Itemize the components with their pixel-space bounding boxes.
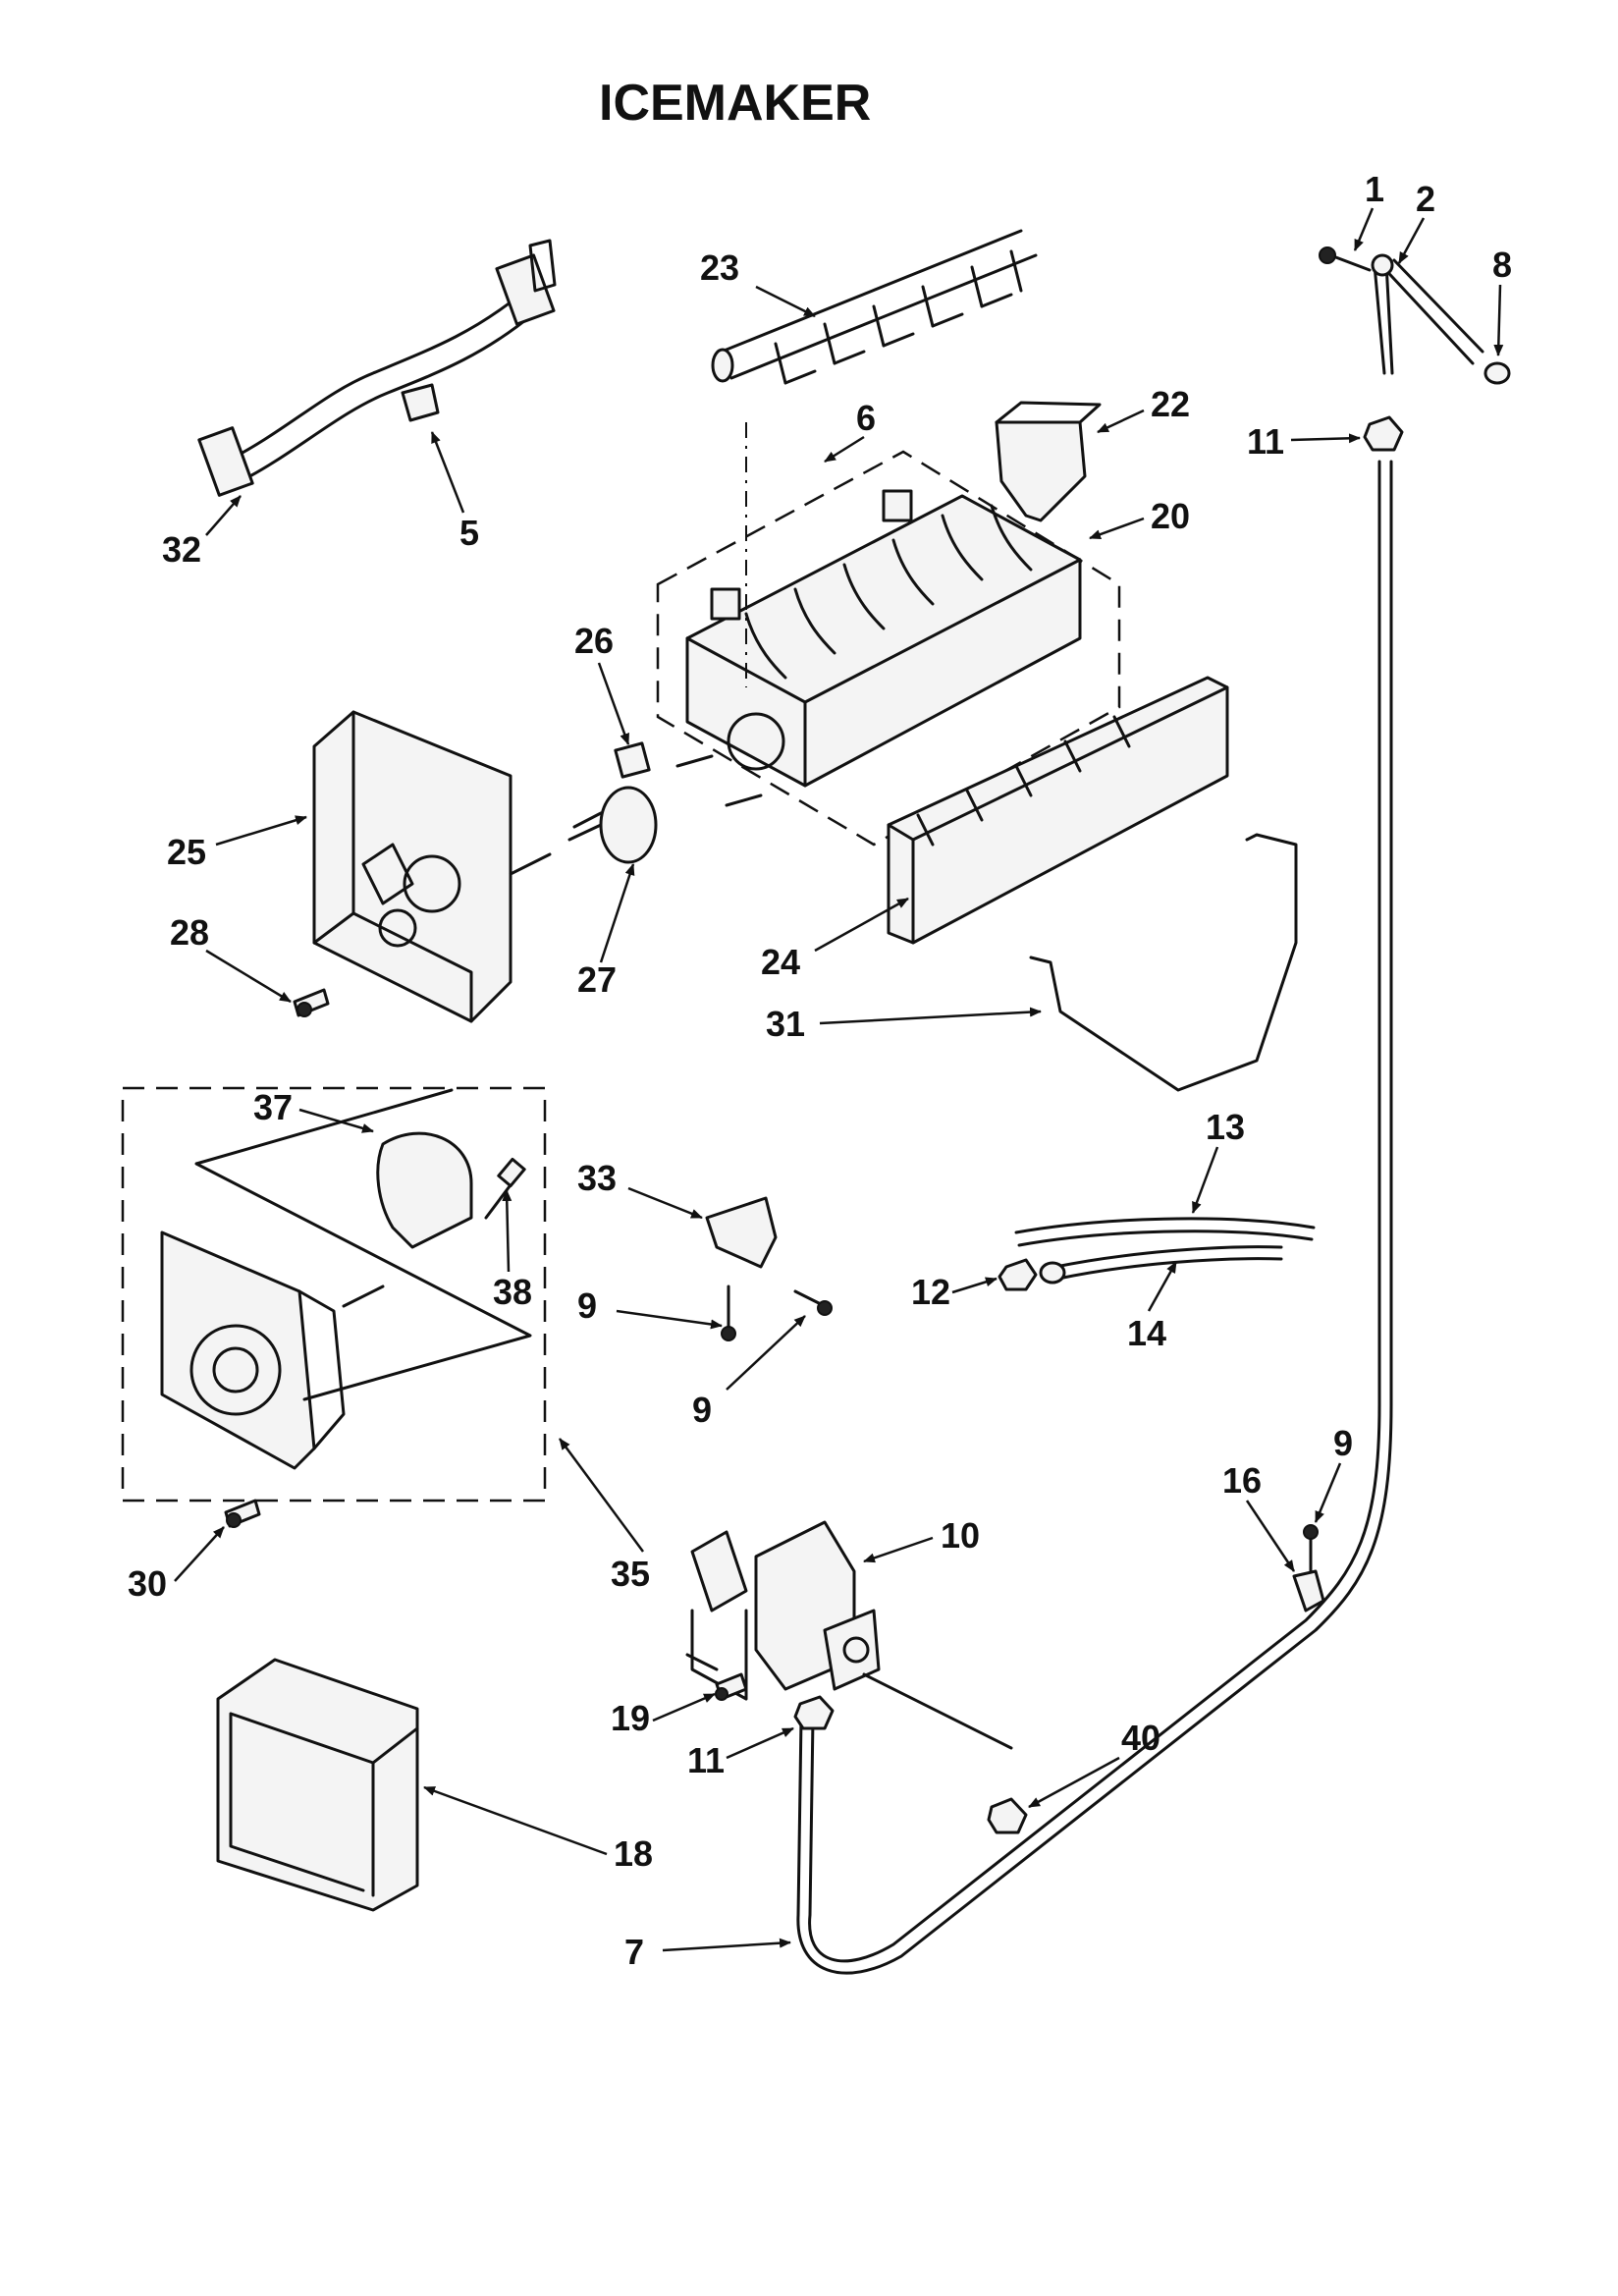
part-5-wire-clip[interactable] <box>401 383 440 422</box>
callout-6: 6 <box>856 398 876 438</box>
callout-9-a: 9 <box>577 1285 597 1326</box>
callout-38: 38 <box>493 1272 532 1312</box>
callout-20: 20 <box>1151 496 1190 536</box>
callout-23: 23 <box>700 247 739 288</box>
callout-9-b: 9 <box>692 1390 712 1430</box>
callout-5: 5 <box>459 513 479 553</box>
part-19-screw[interactable] <box>715 1672 748 1701</box>
part-14-tube[interactable] <box>1039 1245 1283 1285</box>
part-2-fill-bracket[interactable] <box>1371 253 1484 375</box>
part-7-water-line[interactable] <box>796 460 1393 1975</box>
part-24-front-cover[interactable] <box>887 676 1229 945</box>
diagram-title: ICEMAKER <box>599 75 871 132</box>
part-32-wire-harness[interactable] <box>197 239 557 497</box>
valve-guide-lines <box>685 1653 1013 1750</box>
callout-9-c: 9 <box>1333 1423 1353 1463</box>
callout-33: 33 <box>577 1158 617 1198</box>
callout-26: 26 <box>574 621 614 661</box>
callout-11-top: 11 <box>1247 421 1284 462</box>
part-9-screw-b[interactable] <box>793 1289 833 1316</box>
part-1-screw[interactable] <box>1319 246 1372 272</box>
module-guide-lines <box>194 1088 532 1401</box>
part-13-fill-tube[interactable] <box>1014 1217 1316 1247</box>
leader-arrows <box>174 207 1504 1952</box>
callout-25: 25 <box>167 832 206 872</box>
callout-27: 27 <box>577 959 617 1000</box>
callout-13: 13 <box>1206 1107 1245 1147</box>
callout-16: 16 <box>1222 1460 1262 1501</box>
part-27-motor-shaft[interactable] <box>567 786 658 864</box>
part-9-screw-c[interactable] <box>1303 1524 1319 1573</box>
part-40-nut[interactable] <box>987 1797 1028 1834</box>
callout-32: 32 <box>162 529 201 570</box>
part-37-motor[interactable] <box>376 1131 473 1249</box>
callout-10: 10 <box>941 1515 980 1556</box>
callout-24: 24 <box>761 942 800 982</box>
part-11-nut-top[interactable] <box>1363 415 1404 452</box>
part-8-washer[interactable] <box>1483 361 1511 385</box>
part-35-motor-module[interactable] <box>160 1230 385 1470</box>
part-30-screw[interactable] <box>224 1499 261 1528</box>
part-28-screw[interactable] <box>293 988 330 1017</box>
part-26-thermostat[interactable] <box>614 741 651 779</box>
mold-assembly-boundary <box>656 450 1121 847</box>
part-20-mold[interactable] <box>675 489 1082 807</box>
part-33-bracket[interactable] <box>705 1196 778 1269</box>
motor-module-boundary <box>121 1086 547 1503</box>
part-38-screw[interactable] <box>484 1157 526 1220</box>
part-23-ejector[interactable] <box>711 229 1038 385</box>
callout-31: 31 <box>766 1004 805 1044</box>
callout-8: 8 <box>1492 245 1512 285</box>
callout-35: 35 <box>611 1554 650 1594</box>
part-18-cover[interactable] <box>216 1658 419 1912</box>
callout-12: 12 <box>911 1272 950 1312</box>
callout-30: 30 <box>128 1563 167 1604</box>
callout-22: 22 <box>1151 384 1190 424</box>
callout-7: 7 <box>624 1932 644 1972</box>
callout-18: 18 <box>614 1833 653 1874</box>
part-16-clamp[interactable] <box>1292 1569 1325 1613</box>
part-11-nut-bottom[interactable] <box>793 1695 835 1730</box>
part-22-fill-cup[interactable] <box>995 401 1102 522</box>
callout-14: 14 <box>1127 1313 1166 1353</box>
callout-40: 40 <box>1121 1718 1160 1758</box>
callout-28: 28 <box>170 912 209 953</box>
part-25-control-housing[interactable] <box>312 710 552 1023</box>
part-9-screw-a[interactable] <box>721 1285 736 1341</box>
callout-19: 19 <box>611 1698 650 1738</box>
callout-2: 2 <box>1416 179 1435 219</box>
part-31-shutoff-arm[interactable] <box>1029 833 1298 1092</box>
callout-37: 37 <box>253 1087 293 1127</box>
part-12-nut[interactable] <box>998 1258 1038 1291</box>
callout-11-bottom: 11 <box>687 1740 725 1780</box>
callout-1: 1 <box>1365 169 1384 209</box>
part-10-water-valve[interactable] <box>690 1520 881 1701</box>
